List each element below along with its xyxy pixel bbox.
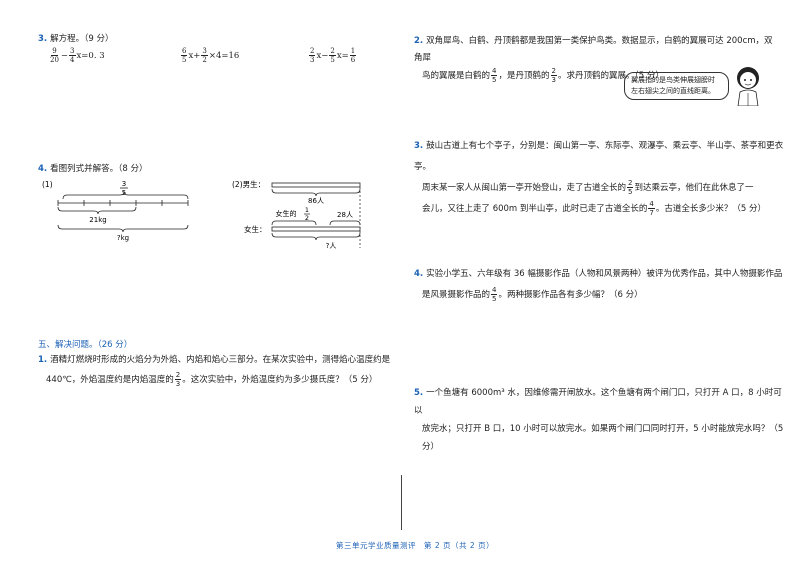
fig2-girls-of: 女生的 xyxy=(276,209,297,218)
problem-3: 3.鼓山古道上有七个亭子，分别是：闽山第一亭、东际亭、观瀑亭、乘云亭、半山亭、茶… xyxy=(414,141,784,217)
p5-number: 5. xyxy=(414,388,424,398)
fig1-bottom-2: ?kg xyxy=(117,234,129,242)
fig1-frac-n: 3 xyxy=(122,180,126,188)
cartoon-girl-illustration xyxy=(737,67,759,106)
fig2-girls-extra: 28人 xyxy=(337,211,353,219)
fig1-label: (1) xyxy=(42,180,53,189)
fig2-label: (2)男生： xyxy=(232,179,265,189)
fig2-boys-value: 86人 xyxy=(308,197,324,205)
q3-number: 3. xyxy=(38,34,48,44)
definition-bubble: 翼展指的是鸟类伸展翅膀时 左右翅尖之间的直线距离。 xyxy=(624,72,729,100)
fig1-bottom-1: 21kg xyxy=(89,216,106,224)
p3-number: 3. xyxy=(414,141,424,151)
q3-header: 3.解方程。（9 分） xyxy=(38,33,114,45)
fig2-girls-row: 女生： xyxy=(244,224,267,234)
section-5-title: 五、解决问题。（26 分） xyxy=(38,340,133,350)
problem-1: 1.酒精灯燃烧时形成的火焰分为外焰、内焰和焰心三部分。在某次实验中，测得焰心温度… xyxy=(38,355,391,388)
p2-number: 2. xyxy=(414,36,424,46)
page-footer: 第三单元学业质量测评 第 2 页（共 2 页） xyxy=(336,541,495,550)
problem-4: 4.实验小学五、六年级有 36 幅摄影作品（人物和风景两种）被评为优秀作品，其中… xyxy=(414,269,783,303)
page-center-divider xyxy=(401,475,402,530)
fig2-girls-total: ?人 xyxy=(326,242,337,250)
q4-title: 看图列式并解答。（8 分） xyxy=(50,164,148,174)
fig2-frac-d: 2 xyxy=(305,214,309,222)
p1-number: 1. xyxy=(38,355,48,365)
q4-header: 4.看图列式并解答。（8 分） xyxy=(38,163,148,175)
problem-5: 5.一个鱼塘有 6000m³ 水，因维修需开闸放水。这个鱼塘有两个闸门口，只打开… xyxy=(414,388,784,452)
q3-title: 解方程。（9 分） xyxy=(50,34,114,44)
q4-figure-2: (2)男生： 86人 女生的 1 2 28人 女生： ?人 xyxy=(232,179,361,250)
q4-figure-1: (1) 3 5 21kg ?kg xyxy=(42,180,189,242)
problem-2: 2.双角犀鸟、白鹤、丹顶鹤都是我国第一类保护鸟类。数据显示，白鹤的翼展可达 20… xyxy=(414,36,773,84)
q4-number: 4. xyxy=(38,164,48,174)
fig2-frac-n: 1 xyxy=(305,206,309,214)
p4-number: 4. xyxy=(414,269,424,279)
